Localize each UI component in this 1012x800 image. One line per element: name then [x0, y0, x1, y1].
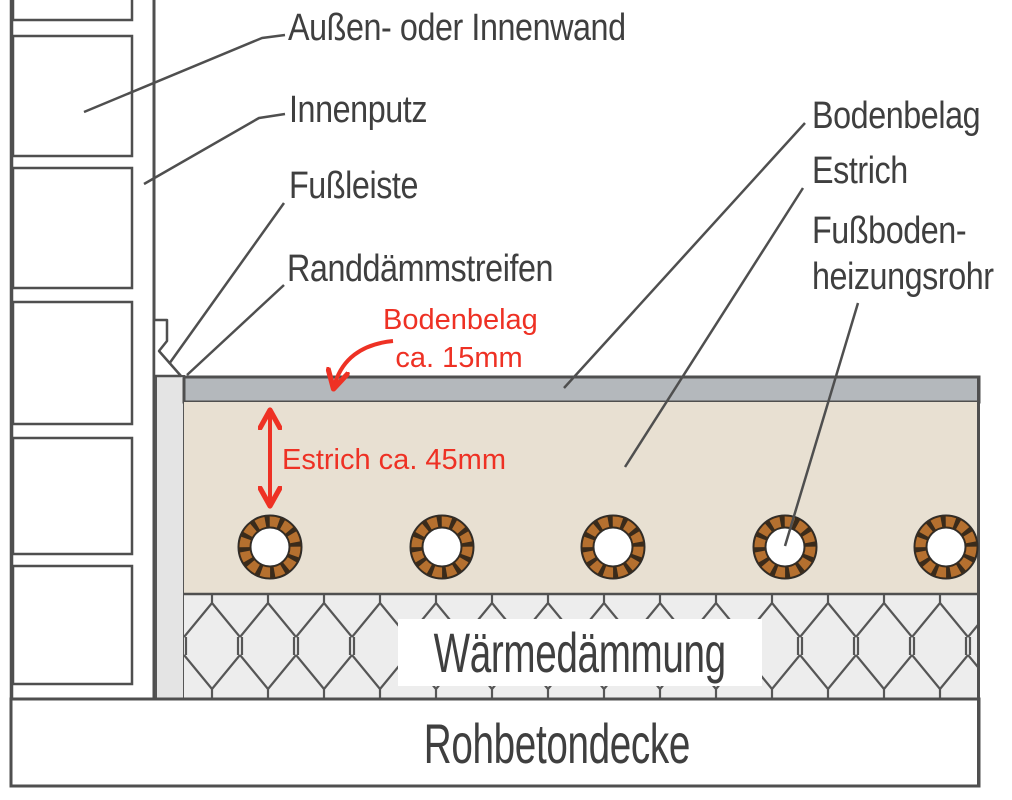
label-plaster: Innenputz [289, 89, 428, 131]
floor-covering-layer [182, 375, 981, 404]
label-skirting: Fußleiste [289, 165, 419, 207]
leader-floor-covering [563, 122, 806, 389]
concrete-slab-label-wrap: Rohbetondecke [377, 711, 737, 775]
wall-block [11, 166, 134, 290]
label-screed: Estrich [812, 150, 908, 192]
annotation-covering-label: Bodenbelag [383, 304, 538, 336]
label-edge-strip: Randdämmstreifen [287, 248, 554, 290]
insulation-label-box: Wärmedämmung [398, 619, 762, 686]
label-heating-pipe-line2: heizungsrohr [812, 256, 994, 298]
heating-pipe [238, 515, 302, 579]
heating-pipe [753, 515, 817, 579]
concrete-slab-layer [9, 697, 981, 788]
label-insulation: Wärmedämmung [433, 621, 727, 684]
label-heating-pipe-line1: Fußboden- [812, 210, 967, 252]
heating-pipe [581, 515, 645, 579]
label-concrete-slab: Rohbetondecke [423, 711, 691, 775]
skirting-profile [152, 318, 183, 378]
wall-block [11, 436, 134, 556]
label-floor-covering: Bodenbelag [812, 95, 981, 137]
wall-masonry [11, 0, 134, 686]
leader-heating-pipe [783, 302, 860, 547]
leader-edge-strip [186, 284, 285, 376]
edge-insulation-strip [155, 375, 185, 701]
heating-pipe [914, 515, 978, 579]
label-heating-pipe: Fußboden- heizungsrohr [812, 208, 994, 300]
covering-thickness-arrow [334, 339, 394, 387]
screed-layer [184, 402, 979, 594]
leader-plaster [143, 112, 286, 186]
wall-block [11, 0, 134, 22]
label-wall: Außen- oder Innenwand [288, 7, 626, 49]
wall-block [11, 34, 134, 158]
leader-skirting [167, 202, 286, 365]
wall-block [11, 564, 134, 686]
leader-screed [623, 187, 805, 468]
annotation-screed-thickness: Estrich ca. 45mm [282, 444, 506, 476]
heating-pipe [410, 515, 474, 579]
annotation-covering-thickness: ca. 15mm [395, 342, 523, 374]
wall-block [11, 300, 134, 426]
leader-wall [83, 33, 286, 114]
